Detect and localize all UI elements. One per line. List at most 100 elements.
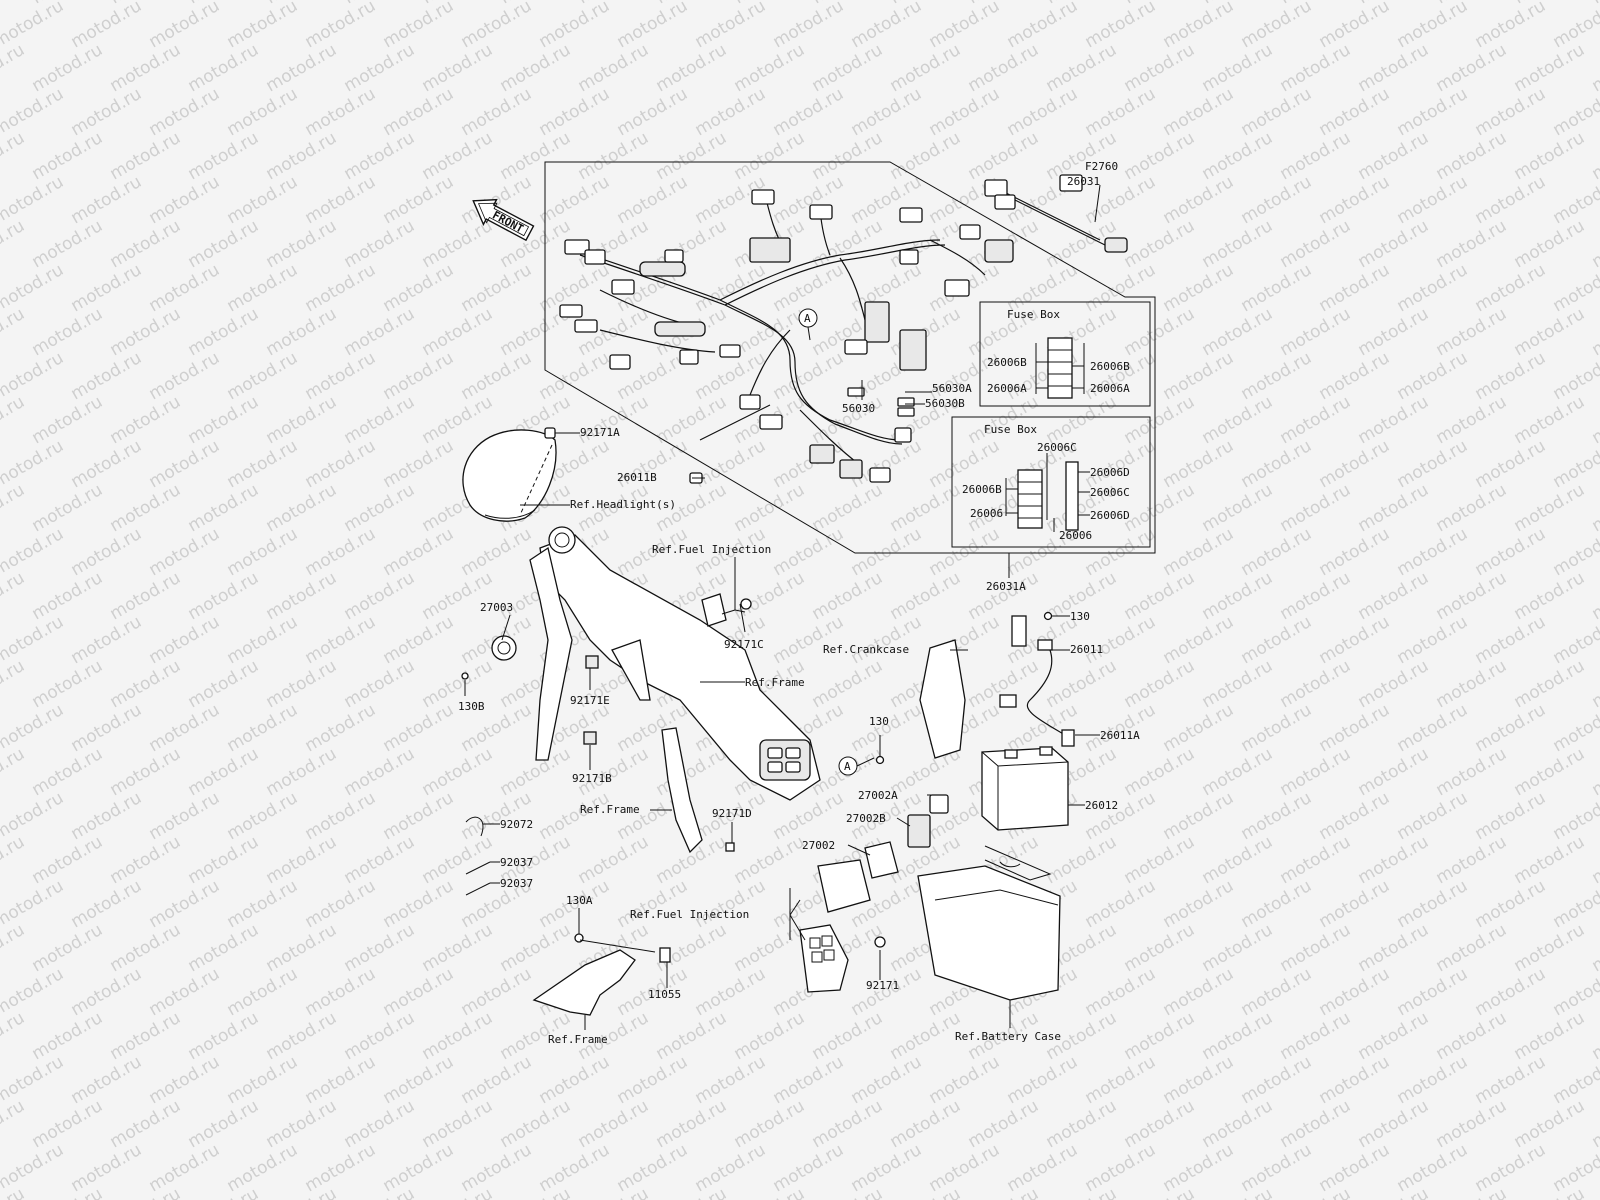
watermark-text: motod.ru — [458, 1052, 536, 1108]
fuse-label-26006a-right: 26006A — [1090, 382, 1130, 395]
watermark-text: motod.ru — [1511, 480, 1589, 536]
watermark-text: motod.ru — [1121, 1096, 1199, 1152]
ecu-and-relays — [799, 794, 949, 993]
watermark-text: motod.ru — [1277, 1096, 1355, 1152]
watermark-text: motod.ru — [1316, 0, 1394, 52]
watermark-text: motod.ru — [341, 920, 419, 976]
watermark-text: motod.ru — [965, 1184, 1043, 1200]
watermark-text: motod.ru — [341, 1184, 419, 1200]
callout-a-upper: A — [798, 308, 818, 341]
watermark-text: motod.ru — [185, 304, 263, 360]
watermark-text: motod.ru — [614, 1052, 692, 1108]
watermark-text: motod.ru — [692, 964, 770, 1020]
watermark-text: motod.ru — [1355, 832, 1433, 888]
fuse-label-26006d-top: 26006D — [1090, 466, 1130, 479]
watermark-text: motod.ru — [1199, 216, 1277, 272]
watermark-text: motod.ru — [692, 0, 770, 52]
watermark-text: motod.ru — [107, 304, 185, 360]
watermark-text: motod.ru — [1472, 788, 1550, 844]
label-56030b: 56030B — [925, 397, 965, 410]
fuse-box-upper-inset: Fuse Box 26006B 26006A 26006B 26006A — [979, 301, 1151, 407]
watermark-text: motod.ru — [1394, 524, 1472, 580]
watermark-text: motod.ru — [965, 392, 1043, 448]
watermark-text: motod.ru — [419, 568, 497, 624]
watermark-text: motod.ru — [341, 128, 419, 184]
watermark-text: motod.ru — [1121, 568, 1199, 624]
label-92171c: 92171C — [724, 638, 764, 651]
watermark-text: motod.ru — [1277, 40, 1355, 96]
watermark-text: motod.ru — [29, 568, 107, 624]
watermark-text: motod.ru — [185, 1096, 263, 1152]
watermark-text: motod.ru — [380, 1140, 458, 1196]
watermark-text: motod.ru — [731, 1008, 809, 1064]
watermark-text: motod.ru — [29, 920, 107, 976]
watermark-text: motod.ru — [809, 128, 887, 184]
watermark-text: motod.ru — [887, 1096, 965, 1152]
watermark-text: motod.ru — [146, 260, 224, 316]
svg-text:A: A — [804, 312, 811, 325]
watermark-text: motod.ru — [1316, 524, 1394, 580]
watermark-text: motod.ru — [68, 260, 146, 316]
watermark-text: motod.ru — [380, 612, 458, 668]
watermark-text: motod.ru — [965, 1096, 1043, 1152]
watermark-text: motod.ru — [107, 1096, 185, 1152]
watermark-text: motod.ru — [1511, 920, 1589, 976]
watermark-text: motod.ru — [263, 920, 341, 976]
watermark-text: motod.ru — [1160, 260, 1238, 316]
watermark-text: motod.ru — [770, 788, 848, 844]
watermark-text: motod.ru — [302, 436, 380, 492]
watermark-text: motod.ru — [1316, 788, 1394, 844]
watermark-text: motod.ru — [1160, 348, 1238, 404]
watermark-text: motod.ru — [536, 84, 614, 140]
watermark-text: motod.ru — [731, 1096, 809, 1152]
watermark-text: motod.ru — [341, 480, 419, 536]
watermark-text: motod.ru — [107, 392, 185, 448]
watermark-text: motod.ru — [848, 1140, 926, 1196]
watermark-text: motod.ru — [1238, 700, 1316, 756]
watermark-text: motod.ru — [146, 0, 224, 52]
label-92072: 92072 — [500, 818, 533, 831]
watermark-text: motod.ru — [1394, 788, 1472, 844]
watermark-text: motod.ru — [887, 1008, 965, 1064]
watermark-text: motod.ru — [965, 128, 1043, 184]
watermark-text: motod.ru — [1316, 876, 1394, 932]
watermark-text: motod.ru — [1199, 128, 1277, 184]
watermark-text: motod.ru — [224, 1052, 302, 1108]
watermark-text: motod.ru — [1472, 348, 1550, 404]
watermark-text: motod.ru — [68, 1052, 146, 1108]
watermark-text: motod.ru — [302, 524, 380, 580]
watermark-text: motod.ru — [1433, 1184, 1511, 1200]
watermark-text: motod.ru — [1472, 876, 1550, 932]
watermark-text: motod.ru — [29, 744, 107, 800]
watermark-text: motod.ru — [1511, 128, 1589, 184]
watermark-text: motod.ru — [380, 84, 458, 140]
watermark-text: motod.ru — [575, 128, 653, 184]
watermark-text: motod.ru — [848, 1052, 926, 1108]
watermark-text: motod.ru — [1355, 128, 1433, 184]
watermark-text: motod.ru — [263, 744, 341, 800]
fuse-label-26006b-right: 26006B — [1090, 360, 1130, 373]
watermark-text: motod.ru — [263, 40, 341, 96]
watermark-text: motod.ru — [1472, 1052, 1550, 1108]
watermark-text: motod.ru — [1472, 172, 1550, 228]
watermark-text: motod.ru — [497, 40, 575, 96]
watermark-text: motod.ru — [68, 788, 146, 844]
watermark-text: motod.ru — [29, 216, 107, 272]
watermark-text: motod.ru — [653, 128, 731, 184]
watermark-text: motod.ru — [263, 1096, 341, 1152]
watermark-text: motod.ru — [1043, 392, 1121, 448]
watermark-text: motod.ru — [692, 876, 770, 932]
watermark-text: motod.ru — [1238, 172, 1316, 228]
watermark-text: motod.ru — [458, 788, 536, 844]
watermark-text: motod.ru — [146, 524, 224, 580]
watermark-text: motod.ru — [0, 832, 28, 888]
watermark-text: motod.ru — [1160, 84, 1238, 140]
label-ref-battery-case: Ref.Battery Case — [955, 1030, 1061, 1043]
fuse-label-26006d-right: 26006D — [1090, 509, 1130, 522]
watermark-text: motod.ru — [1160, 700, 1238, 756]
watermark-text: motod.ru — [1199, 1096, 1277, 1152]
watermark-text: motod.ru — [1355, 1096, 1433, 1152]
watermark-text: motod.ru — [302, 1140, 380, 1196]
watermark-text: motod.ru — [185, 128, 263, 184]
watermark-text: motod.ru — [1511, 216, 1589, 272]
